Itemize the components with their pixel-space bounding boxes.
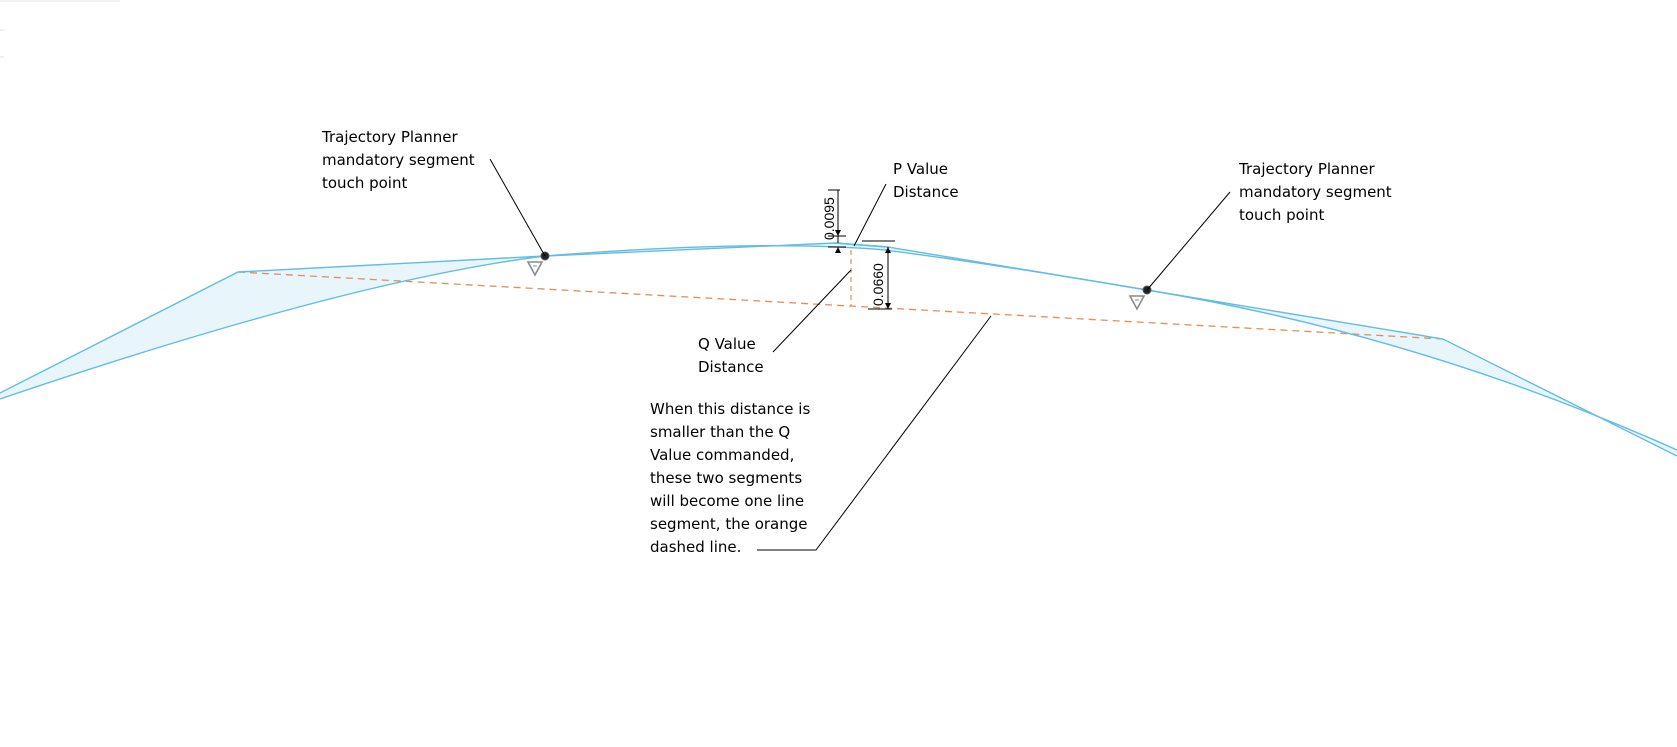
leader-left-touch-point <box>489 158 546 257</box>
label-line: Distance <box>698 358 764 376</box>
label-line: touch point <box>1239 206 1325 224</box>
smoothed-toolpath-curve <box>0 244 1677 451</box>
vertex-marker-right-icon <box>1128 295 1146 311</box>
q-value-dimension <box>862 240 895 310</box>
label-line: P Value <box>893 160 949 178</box>
label-line: Trajectory Planner <box>1239 160 1375 178</box>
label-line: mandatory segment <box>322 151 475 169</box>
label-line: dashed line. <box>650 538 742 556</box>
label-line: segment, the orange <box>650 515 808 533</box>
vertex-marker-left-icon <box>526 261 544 277</box>
label-line: Trajectory Planner <box>322 128 458 146</box>
p-value-dimension <box>828 189 846 253</box>
label-q-value-distance: Q Value Distance <box>698 333 764 379</box>
label-line: mandatory segment <box>1239 183 1392 201</box>
p-value-dimension-text: 0.0095 <box>821 197 837 240</box>
label-line: these two segments <box>650 469 803 487</box>
label-line: will become one line <box>650 492 805 510</box>
label-line: Distance <box>893 183 959 201</box>
label-p-value-distance: P Value Distance <box>893 158 959 204</box>
q-value-dimension-text: 0.0660 <box>870 263 886 306</box>
leader-right-touch-point <box>1146 191 1231 291</box>
label-line: When this distance is <box>650 400 811 418</box>
tolerance-fill-left <box>0 256 545 399</box>
label-line: smaller than the Q <box>650 423 791 441</box>
leader-p-value <box>853 183 887 247</box>
leader-q-value <box>772 269 852 353</box>
label-line: Q Value <box>698 335 756 353</box>
label-explanation: When this distance is smaller than the Q… <box>650 398 810 559</box>
tolerance-fill-right <box>1147 290 1677 456</box>
junction-tick <box>834 242 889 248</box>
leader-explanation <box>757 315 992 551</box>
label-line: touch point <box>322 174 408 192</box>
label-line: Value commanded, <box>650 446 795 464</box>
label-left-touch-point: Trajectory Planner mandatory segment tou… <box>322 126 475 195</box>
merged-line-segment <box>237 271 1444 340</box>
label-right-touch-point: Trajectory Planner mandatory segment tou… <box>1239 158 1392 227</box>
